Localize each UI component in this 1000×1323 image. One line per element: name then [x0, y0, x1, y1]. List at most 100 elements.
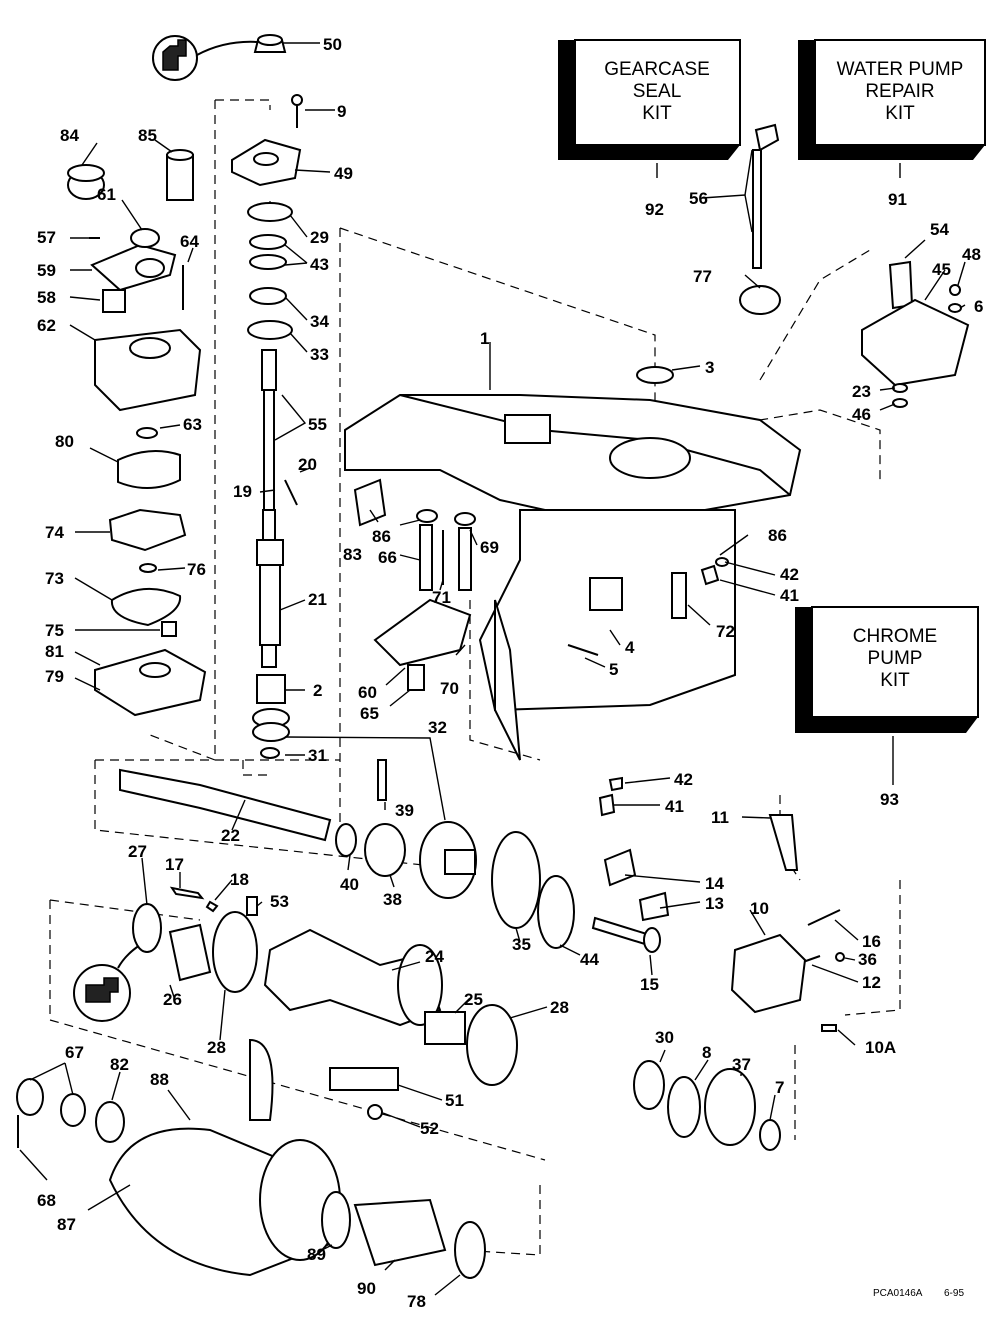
bearing-tool-icon: [152, 35, 259, 81]
kit-93-label-line2: PUMP: [868, 648, 923, 669]
part-label-2: 2: [313, 681, 322, 700]
part-label-13: 13: [705, 894, 724, 913]
kit-91-label-line2: REPAIR: [865, 81, 934, 102]
drawing-date: 6-95: [944, 1288, 964, 1299]
part-label-9: 9: [337, 102, 346, 121]
part-label-41b: 41: [665, 797, 684, 816]
part-label-78: 78: [407, 1292, 426, 1311]
part-label-63: 63: [183, 415, 202, 434]
part-label-5: 5: [609, 660, 618, 679]
part-label-8: 8: [702, 1043, 711, 1062]
part-label-86a: 86: [372, 527, 391, 546]
part-label-90: 90: [357, 1279, 376, 1298]
part-label-73: 73: [45, 569, 64, 588]
part-label-45: 45: [932, 260, 951, 279]
water-pump-parts: [67, 149, 207, 717]
part-label-42a: 42: [780, 565, 799, 584]
part-label-42b: 42: [674, 770, 693, 789]
part-label-87: 87: [57, 1215, 76, 1234]
part-label-41a: 41: [780, 586, 799, 605]
part-label-22: 22: [221, 826, 240, 845]
part-label-34: 34: [310, 312, 329, 331]
part-label-48: 48: [962, 245, 981, 264]
part-label-38: 38: [383, 890, 402, 909]
part-label-32: 32: [428, 718, 447, 737]
part-label-59: 59: [37, 261, 56, 280]
kit-92-label-line2: SEAL: [633, 81, 682, 102]
part-label-80: 80: [55, 432, 74, 451]
kit-93-label-line3: KIT: [880, 670, 910, 691]
part-label-76: 76: [187, 560, 206, 579]
kit-box-water-pump-repair: [798, 39, 986, 160]
propeller-parts: [16, 1038, 486, 1279]
part-label-57: 57: [37, 228, 56, 247]
part-label-27: 27: [128, 842, 147, 861]
part-label-54: 54: [930, 220, 949, 239]
part-label-92: 92: [645, 200, 664, 219]
part-label-51: 51: [445, 1091, 464, 1110]
part-label-19: 19: [233, 482, 252, 501]
part-label-12: 12: [862, 973, 881, 992]
part-label-28a: 28: [207, 1038, 226, 1057]
part-label-36: 36: [858, 950, 877, 969]
part-label-61: 61: [97, 185, 116, 204]
pump-housing-parts: [636, 123, 970, 408]
part-label-39: 39: [395, 801, 414, 820]
part-label-35: 35: [512, 935, 531, 954]
part-label-26: 26: [163, 990, 182, 1009]
part-label-82: 82: [110, 1055, 129, 1074]
part-label-50: 50: [323, 35, 342, 54]
part-label-70: 70: [440, 679, 459, 698]
part-label-62: 62: [37, 316, 56, 335]
part-label-49: 49: [334, 164, 353, 183]
part-label-10A: 10A: [865, 1038, 896, 1057]
part-label-91: 91: [888, 190, 907, 209]
part-label-88: 88: [150, 1070, 169, 1089]
part-label-43: 43: [310, 255, 329, 274]
part-label-69: 69: [480, 538, 499, 557]
part-label-18: 18: [230, 870, 249, 889]
part-label-40: 40: [340, 875, 359, 894]
part-label-77: 77: [693, 267, 712, 286]
fastener-parts: [89, 237, 729, 817]
part-label-1: 1: [480, 329, 489, 348]
part-label-52: 52: [420, 1119, 439, 1138]
part-label-64: 64: [180, 232, 199, 251]
part-label-93: 93: [880, 790, 899, 809]
part-label-44: 44: [580, 950, 599, 969]
part-label-23: 23: [852, 382, 871, 401]
part-label-25: 25: [464, 990, 483, 1009]
part-label-89: 89: [307, 1245, 326, 1264]
part-label-75: 75: [45, 621, 64, 640]
part-label-16: 16: [862, 932, 881, 951]
part-label-31: 31: [308, 746, 327, 765]
part-label-79: 79: [45, 667, 64, 686]
part-label-53: 53: [270, 892, 289, 911]
kit-91-label-line1: WATER PUMP: [837, 59, 964, 80]
part-label-24: 24: [425, 947, 444, 966]
part-label-37: 37: [732, 1055, 751, 1074]
part-label-15: 15: [640, 975, 659, 994]
footer: PCA0146A 6-95: [873, 1288, 964, 1299]
part-label-68: 68: [37, 1191, 56, 1210]
kit-92-label-line1: GEARCASE: [604, 59, 710, 80]
driveshaft-parts: [231, 34, 303, 759]
part-label-81: 81: [45, 642, 64, 661]
part-label-20: 20: [298, 455, 317, 474]
part-label-17: 17: [165, 855, 184, 874]
part-label-10: 10: [750, 899, 769, 918]
part-label-58: 58: [37, 288, 56, 307]
part-label-33: 33: [310, 345, 329, 364]
part-label-21: 21: [308, 590, 327, 609]
kit-93-label-line1: CHROME: [853, 626, 937, 647]
propeller-shaft-parts: [119, 759, 518, 1120]
kit-92-label-line3: KIT: [642, 103, 672, 124]
part-label-66: 66: [378, 548, 397, 567]
part-labels: 50 9 49 29 43 34 33 55 20 19 21 2 32 31 …: [37, 35, 983, 1311]
part-label-14: 14: [705, 874, 724, 893]
part-label-85: 85: [138, 126, 157, 145]
seal-tool-icon: [73, 944, 141, 1022]
gearcase-housing: [344, 394, 802, 761]
